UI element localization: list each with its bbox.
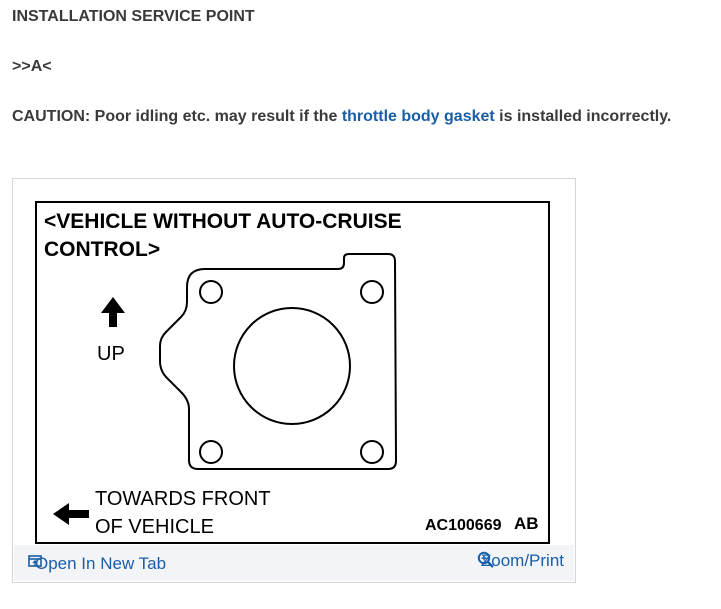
figure-footer: Open In New Tab Zoom/Print (14, 545, 574, 581)
figure-card: <VEHICLE WITHOUT AUTO-CRUISE CONTROL> UP… (12, 178, 576, 583)
up-label: UP (97, 343, 125, 365)
caution-text: CAUTION: Poor idling etc. may result if … (12, 108, 671, 126)
service-point-ref: >>A< (12, 58, 52, 75)
front-label-line1: TOWARDS FRONT (95, 488, 271, 510)
figure-code-suffix: AB (514, 514, 539, 533)
zoom-print-label: Zoom/Print (480, 551, 564, 570)
figure-code: AC100669 (425, 517, 502, 534)
front-arrow-icon (53, 503, 89, 525)
diagram-frame (35, 201, 550, 544)
throttle-body-gasket (159, 253, 398, 470)
front-label-line2: OF VEHICLE (95, 516, 214, 538)
caution-prefix: CAUTION: Poor idling etc. may result if … (12, 108, 342, 125)
open-in-new-tab-link[interactable]: Open In New Tab (28, 554, 166, 574)
open-in-new-tab-label: Open In New Tab (35, 554, 167, 573)
throttle-body-gasket-link[interactable]: throttle body gasket (341, 108, 495, 125)
caution-suffix: is installed incorrectly. (494, 108, 672, 125)
diagram-title-line1: <VEHICLE WITHOUT AUTO-CRUISE (44, 210, 402, 233)
gasket-diagram: <VEHICLE WITHOUT AUTO-CRUISE CONTROL> UP… (35, 201, 550, 544)
section-heading: INSTALLATION SERVICE POINT (12, 8, 255, 25)
diagram-title-line2: CONTROL> (44, 238, 160, 261)
zoom-print-link[interactable]: Zoom/Print (477, 551, 564, 571)
up-arrow-icon (101, 297, 125, 327)
